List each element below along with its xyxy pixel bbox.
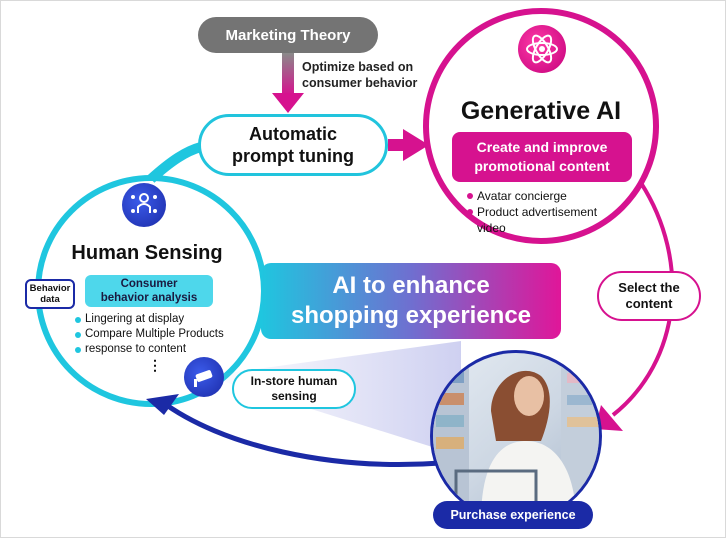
instore-line1: In-store human — [250, 374, 338, 388]
select-line1: Select the — [618, 280, 680, 295]
consumer-behavior-box: Consumer behavior analysis — [85, 275, 213, 307]
center-line1: AI to enhance — [332, 272, 490, 299]
automatic-prompt-tuning-box: Automatic prompt tuning — [198, 114, 388, 176]
cba-line1: Consumer — [120, 278, 178, 290]
create-improve-line1: Create and improve — [476, 139, 608, 155]
hs-to-tuning-connector — [147, 142, 203, 183]
create-improve-line2: promotional content — [474, 158, 610, 174]
tuning-to-genai-arrowhead — [403, 129, 429, 161]
apt-line2: prompt tuning — [232, 146, 354, 166]
purchase-experience-pill: Purchase experience — [433, 501, 593, 529]
cba-line2: behavior analysis — [100, 292, 198, 304]
apt-line1: Automatic — [248, 124, 337, 144]
genai-bullets: Avatar concierge Product advertisement v… — [467, 188, 627, 236]
optimize-note-line2: consumer behavior — [302, 76, 418, 90]
optimize-note-line1: Optimize based on — [302, 60, 414, 74]
theory-arrowhead — [272, 93, 304, 113]
purchase-to-hs-arc — [159, 398, 442, 467]
center-line2: shopping experience — [290, 302, 532, 329]
genai-to-purchase-arrowhead — [595, 405, 623, 431]
instore-sensing-pill: In-store human sensing — [232, 369, 356, 409]
more-ellipsis: ⋮ — [148, 357, 162, 373]
create-improve-box: Create and improve promotional content — [452, 132, 632, 182]
behavior-data-badge: Behavior data — [25, 279, 75, 309]
purchase-to-hs-arrowhead — [146, 394, 179, 415]
behavior-data-line2: data — [40, 294, 60, 305]
optimize-note: Optimize based on consumer behavior — [302, 59, 442, 91]
list-item: Compare Multiple Products — [75, 327, 245, 342]
list-item: Product advertisement video — [467, 204, 627, 236]
human-sensing-title: Human Sensing — [71, 242, 223, 264]
list-item: Avatar concierge — [467, 188, 627, 204]
center-banner: AI to enhance shopping experience — [261, 263, 561, 339]
behavior-data-line1: Behavior — [29, 283, 71, 294]
security-camera-icon — [184, 357, 224, 397]
person-network-icon — [122, 183, 166, 227]
atom-icon — [518, 25, 566, 73]
list-item: Lingering at display — [75, 312, 245, 327]
human-sensing-bullets: Lingering at display Compare Multiple Pr… — [75, 312, 245, 357]
select-line2: content — [625, 296, 673, 311]
list-item: response to content — [75, 342, 245, 357]
instore-line2: sensing — [271, 389, 317, 403]
generative-ai-title: Generative AI — [460, 97, 622, 125]
select-content-pill: Select the content — [597, 271, 701, 321]
marketing-theory-pill: Marketing Theory — [198, 17, 378, 53]
theory-arrow-shaft — [282, 53, 294, 95]
generative-ai-circle — [423, 8, 659, 244]
